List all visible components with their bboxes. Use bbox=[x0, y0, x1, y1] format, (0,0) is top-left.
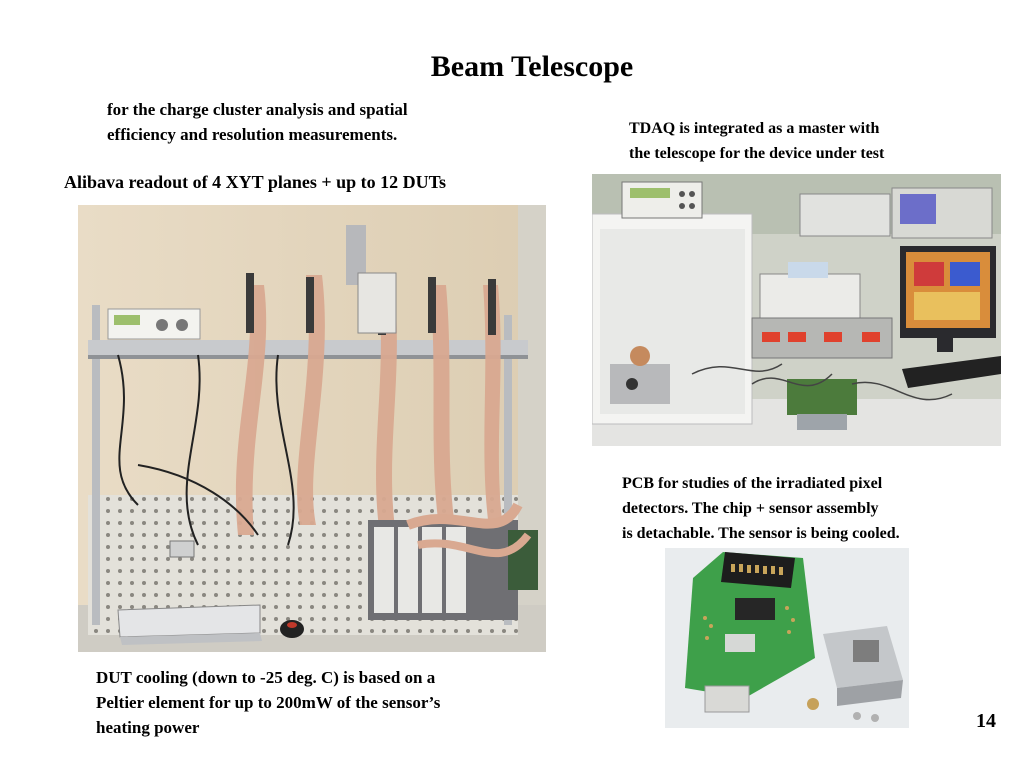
intro-line-1: for the charge cluster analysis and spat… bbox=[107, 100, 408, 119]
telescope-setup-photo bbox=[78, 205, 546, 652]
pcb-text: PCB for studies of the irradiated pixel … bbox=[622, 471, 900, 546]
slide-title: Beam Telescope bbox=[430, 50, 634, 83]
dut-cooling-text: DUT cooling (down to -25 deg. C) is base… bbox=[96, 665, 440, 740]
dut-line-3: heating power bbox=[96, 718, 200, 737]
page-number: 14 bbox=[976, 710, 996, 732]
pcb-line-3: is detachable. The sensor is being coole… bbox=[622, 525, 900, 542]
telescope-caption: Alibava readout of 4 XYT planes + up to … bbox=[64, 170, 446, 195]
pcb-line-2: detectors. The chip + sensor assembly bbox=[622, 500, 879, 517]
dut-line-1: DUT cooling (down to -25 deg. C) is base… bbox=[96, 668, 436, 687]
intro-text: for the charge cluster analysis and spat… bbox=[107, 97, 408, 147]
tdaq-line-2: the telescope for the device under test bbox=[629, 145, 885, 162]
pcb-line-1: PCB for studies of the irradiated pixel bbox=[622, 475, 883, 492]
tdaq-station-photo bbox=[592, 174, 1001, 446]
intro-line-2: efficiency and resolution measurements. bbox=[107, 125, 398, 144]
dut-line-2: Peltier element for up to 200mW of the s… bbox=[96, 693, 441, 712]
tdaq-line-1: TDAQ is integrated as a master with bbox=[629, 120, 880, 137]
pcb-assembly-photo bbox=[665, 548, 909, 728]
tdaq-text: TDAQ is integrated as a master with the … bbox=[629, 116, 884, 166]
telescope-caption-text: Alibava readout of 4 XYT planes + up to … bbox=[64, 172, 446, 192]
